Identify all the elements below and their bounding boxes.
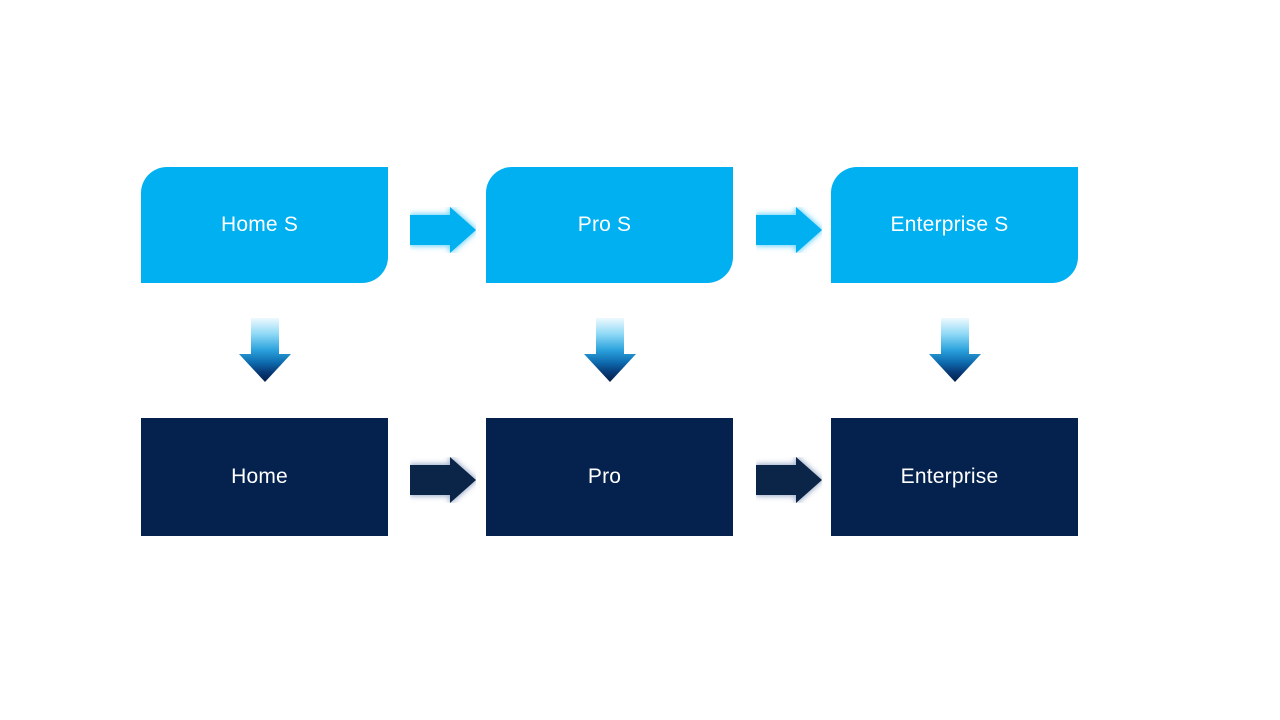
right-arrow-icon-home-to-pro	[410, 457, 476, 503]
flow-box-label: Enterprise S	[890, 213, 1009, 236]
down-arrow-shape	[584, 318, 636, 382]
down-arrow-icon-home-s-to-home	[239, 318, 291, 382]
down-arrow-icon-pro-s-to-pro	[584, 318, 636, 382]
right-arrow-shape	[756, 207, 822, 253]
down-arrow-shape	[929, 318, 981, 382]
flow-box-label: Home S	[220, 213, 299, 236]
flow-box-label: Pro S	[577, 213, 632, 236]
flow-box-label: Home	[231, 465, 288, 488]
flow-box-label: Pro	[587, 465, 622, 488]
right-arrow-shape	[410, 207, 476, 253]
right-arrow-shape	[410, 457, 476, 503]
down-arrow-shape	[239, 318, 291, 382]
right-arrow-icon-pro-to-enterprise	[756, 457, 822, 503]
flow-box-enterprise-s: Enterprise S	[831, 167, 1078, 283]
flow-box-enterprise: Enterprise	[831, 418, 1078, 536]
right-arrow-icon-home-s-to-pro-s	[410, 207, 476, 253]
down-arrow-icon-enterprise-s-to-enterprise	[929, 318, 981, 382]
right-arrow-shape	[756, 457, 822, 503]
flow-box-home: Home	[141, 418, 388, 536]
flow-box-home-s: Home S	[141, 167, 388, 283]
right-arrow-icon-pro-s-to-enterprise-s	[756, 207, 822, 253]
flow-box-label: Enterprise	[900, 465, 999, 488]
flow-box-pro-s: Pro S	[486, 167, 733, 283]
flow-box-pro: Pro	[486, 418, 733, 536]
